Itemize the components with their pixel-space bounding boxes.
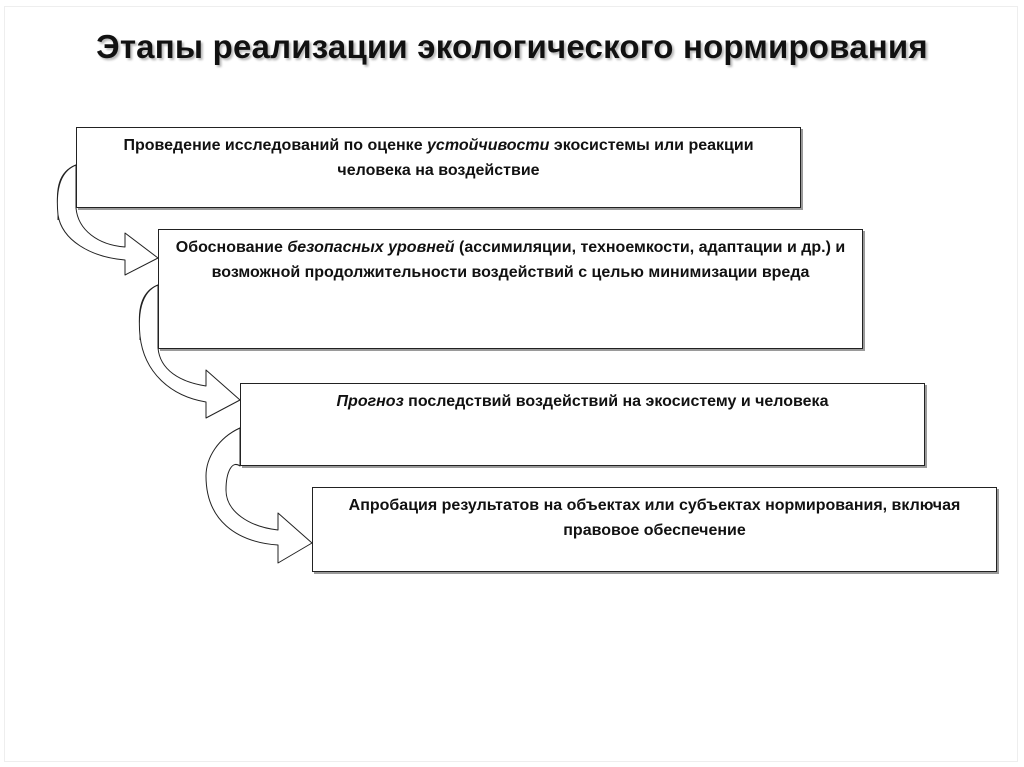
page-title: Этапы реализации экологического нормиров… bbox=[96, 28, 928, 65]
stage-box-1: Проведение исследований по оценке устойч… bbox=[76, 127, 801, 208]
stage-box-4: Апробация результатов на объектах или су… bbox=[312, 487, 997, 572]
stage-2-text: Обоснование bbox=[175, 239, 288, 256]
stage-box-3: Прогноз последствий воздействий на экоси… bbox=[240, 383, 925, 466]
stage-2-emphasis: безопасных уровней bbox=[287, 239, 455, 256]
slide-border bbox=[4, 6, 1018, 762]
stage-1-emphasis: устойчивости bbox=[427, 137, 550, 154]
stage-3-text-end: последствий воздействий на экосистему и … bbox=[403, 393, 829, 410]
curved-arrow-2 bbox=[138, 284, 241, 419]
stage-3-emphasis: Прогноз bbox=[336, 393, 404, 410]
stage-2-text-end: (ассимиляции, техноемкости, адаптации и … bbox=[211, 239, 846, 281]
stage-1-text-end: экосистемы или реакции человека на возде… bbox=[337, 137, 754, 179]
curved-arrow-1 bbox=[56, 164, 159, 276]
stage-1-text: Проведение исследований по оценке bbox=[123, 137, 428, 154]
curved-arrow-3 bbox=[205, 427, 313, 564]
stage-box-2: Обоснование безопасных уровней (ассимиля… bbox=[158, 229, 863, 349]
stage-4-text: Апробация результатов на объектах или су… bbox=[348, 497, 961, 539]
